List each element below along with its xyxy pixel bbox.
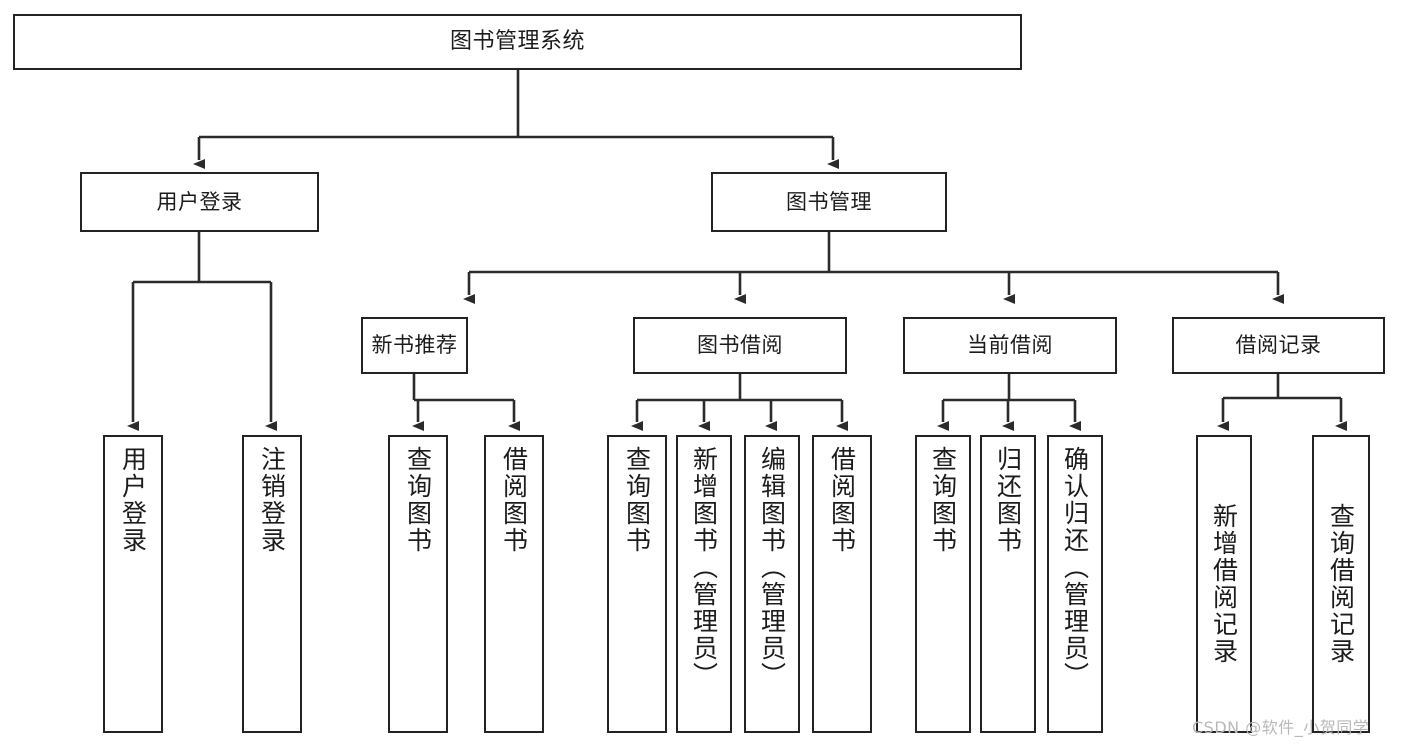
node-label: 编辑图书（管理员）: [757, 446, 787, 689]
node-root-system[interactable]: 图书管理系统: [13, 14, 1022, 70]
leaf-recommend-query-book[interactable]: 查询图书: [388, 435, 448, 733]
node-label: 新增借阅记录: [1209, 503, 1239, 665]
node-label: 查询图书: [403, 446, 433, 554]
node-label: 用户登录: [118, 446, 148, 554]
leaf-recommend-borrow-book[interactable]: 借阅图书: [484, 435, 544, 733]
node-label: 查询借阅记录: [1326, 503, 1356, 665]
node-label: 图书借阅: [697, 333, 783, 358]
node-current-borrow[interactable]: 当前借阅: [903, 317, 1117, 374]
node-label: 查询图书: [928, 446, 958, 554]
node-label: 注销登录: [257, 446, 287, 554]
leaf-current-return-book[interactable]: 归还图书: [980, 435, 1036, 733]
leaf-user-login[interactable]: 用户登录: [103, 435, 163, 733]
node-label: 用户登录: [156, 189, 243, 214]
node-book-management[interactable]: 图书管理: [711, 172, 947, 232]
node-user-login[interactable]: 用户登录: [80, 172, 319, 232]
node-label: 新增图书（管理员）: [689, 446, 719, 689]
node-label: 查询图书: [622, 446, 652, 554]
leaf-records-query-record[interactable]: 查询借阅记录: [1312, 435, 1370, 733]
leaf-borrow-add-book-admin[interactable]: 新增图书（管理员）: [676, 435, 732, 733]
csdn-watermark: CSDN @软件_小贺同学: [1192, 718, 1370, 737]
node-label: 借阅记录: [1235, 333, 1322, 358]
node-label: 借阅图书: [827, 446, 857, 554]
node-label: 图书管理: [786, 189, 872, 214]
node-label: 借阅图书: [499, 446, 529, 554]
node-label: 新书推荐: [371, 333, 458, 358]
node-book-borrow[interactable]: 图书借阅: [633, 317, 847, 374]
leaf-borrow-query-book[interactable]: 查询图书: [607, 435, 667, 733]
leaf-current-confirm-return-admin[interactable]: 确认归还（管理员）: [1047, 435, 1103, 733]
leaf-borrow-edit-book-admin[interactable]: 编辑图书（管理员）: [744, 435, 800, 733]
leaf-current-query-book[interactable]: 查询图书: [915, 435, 971, 733]
node-label: 当前借阅: [967, 333, 1053, 358]
node-label: 确认归还（管理员）: [1060, 446, 1090, 689]
node-label: 归还图书: [993, 446, 1023, 554]
node-new-book-recommend[interactable]: 新书推荐: [361, 317, 468, 374]
leaf-borrow-borrow-book[interactable]: 借阅图书: [812, 435, 872, 733]
leaf-records-add-record[interactable]: 新增借阅记录: [1196, 435, 1252, 733]
node-label: 图书管理系统: [449, 29, 585, 55]
leaf-logout-login[interactable]: 注销登录: [242, 435, 302, 733]
node-borrow-records[interactable]: 借阅记录: [1172, 317, 1385, 374]
